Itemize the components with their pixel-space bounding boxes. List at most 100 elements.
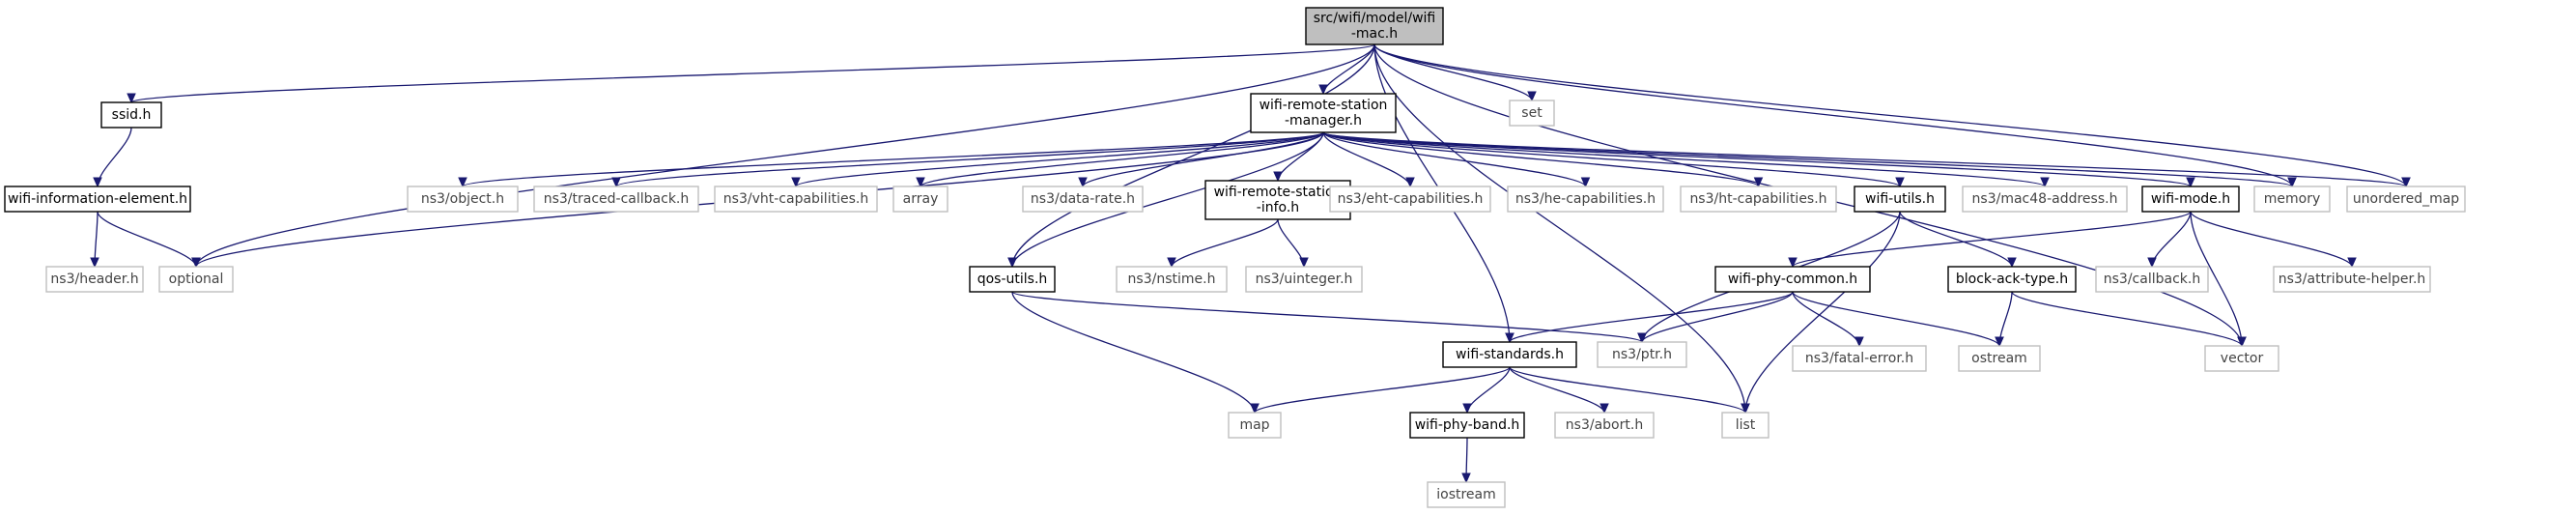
edge-qos-to-ptr xyxy=(1011,291,1643,343)
node-ptr-box xyxy=(1597,341,1687,368)
node-attr-label: ns3/attribute-helper.h xyxy=(2279,272,2426,287)
node-iostream-box xyxy=(1427,481,1506,508)
edge-wrsm-to-datarate xyxy=(1082,131,1324,187)
arrowhead-ssid-to-wie xyxy=(93,177,102,188)
node-wrsm[interactable]: wifi-remote-station-manager.h xyxy=(1250,93,1397,133)
node-root[interactable]: src/wifi/model/wifi-mac.h xyxy=(1305,7,1444,45)
node-list-label: list xyxy=(1736,417,1756,433)
arrowhead-wpc-to-ptr xyxy=(1637,332,1647,344)
node-map: map xyxy=(1228,412,1282,439)
arrowhead-wpb-to-iostream xyxy=(1461,472,1471,484)
edge-wrsm-to-vht xyxy=(795,131,1324,187)
node-wpb-label: wifi-phy-band.h xyxy=(1415,417,1520,433)
node-wmode[interactable]: wifi-mode.h xyxy=(2141,186,2240,213)
node-umap-box xyxy=(2346,186,2466,213)
node-ht: ns3/ht-capabilities.h xyxy=(1680,186,1837,213)
node-set-label: set xyxy=(1521,105,1543,121)
node-header-box xyxy=(45,266,144,293)
node-array-box xyxy=(892,186,948,213)
node-wrsi[interactable]: wifi-remote-station-info.h xyxy=(1204,180,1351,220)
arrowhead-wie-to-header xyxy=(90,257,99,269)
node-object-label: ns3/object.h xyxy=(421,191,504,207)
edge-wrsi-to-uinteger xyxy=(1277,218,1305,268)
arrowhead-bat-to-ostream xyxy=(1995,336,2004,348)
edge-wrsm-to-object xyxy=(462,131,1324,187)
edge-wpc-to-ptr xyxy=(1641,291,1794,343)
edge-wrsm-to-umap xyxy=(1322,131,2407,187)
edge-wpc-to-ostream xyxy=(1792,291,2000,347)
edge-wutils-to-list xyxy=(1744,211,1901,414)
node-mac48-label: ns3/mac48-address.h xyxy=(1972,191,2118,207)
node-qos-box xyxy=(969,266,1056,293)
edge-root-to-optional xyxy=(195,43,1375,268)
node-wrsi-box xyxy=(1204,180,1351,220)
arrowhead-wrsm-to-datarate xyxy=(1078,177,1088,188)
node-traced-box xyxy=(533,186,699,213)
node-optional: optional xyxy=(158,266,234,293)
node-attr: ns3/attribute-helper.h xyxy=(2273,266,2431,293)
arrowhead-wrsm-to-array xyxy=(916,177,925,188)
node-abort: ns3/abort.h xyxy=(1554,412,1655,439)
node-wpc[interactable]: wifi-phy-common.h xyxy=(1714,266,1871,293)
node-ostream: ostream xyxy=(1958,345,2041,372)
node-wstd[interactable]: wifi-standards.h xyxy=(1442,341,1577,368)
arrowhead-root-to-set xyxy=(1527,91,1537,102)
arrowhead-wrsm-to-he xyxy=(1580,177,1591,188)
node-eht-label: ns3/eht-capabilities.h xyxy=(1338,191,1484,207)
node-eht: ns3/eht-capabilities.h xyxy=(1329,186,1491,213)
node-callback-label: ns3/callback.h xyxy=(2104,272,2200,287)
edge-root-to-umap xyxy=(1373,43,2407,187)
edge-wrsm-to-traced xyxy=(615,131,1324,187)
node-root-box xyxy=(1305,7,1444,45)
nodes: src/wifi/model/wifi-mac.h ssid.h wifi-info… xyxy=(4,7,2466,508)
node-attr-box xyxy=(2273,266,2431,293)
node-traced-label: ns3/traced-callback.h xyxy=(544,191,690,207)
node-callback: ns3/callback.h xyxy=(2095,266,2209,293)
node-iostream-label: iostream xyxy=(1436,487,1496,502)
node-uinteger-box xyxy=(1245,266,1363,293)
node-qos[interactable]: qos-utils.h xyxy=(969,266,1056,293)
edge-qos-to-map xyxy=(1011,291,1256,414)
edge-root-to-memory xyxy=(1373,43,2293,187)
node-fatal: ns3/fatal-error.h xyxy=(1792,345,1927,372)
node-ssid[interactable]: ssid.h xyxy=(100,101,162,129)
node-datarate-label: ns3/data-rate.h xyxy=(1031,191,1135,207)
node-wrsm-label: wifi-remote-station xyxy=(1260,98,1388,113)
node-datarate: ns3/data-rate.h xyxy=(1022,186,1144,213)
arrowhead-wstd-to-abort xyxy=(1599,403,1609,415)
node-object: ns3/object.h xyxy=(407,186,519,213)
node-umap-label: unordered_map xyxy=(2353,191,2459,207)
node-wpb[interactable]: wifi-phy-band.h xyxy=(1409,412,1525,439)
node-traced: ns3/traced-callback.h xyxy=(533,186,699,213)
node-he-box xyxy=(1507,186,1664,213)
node-vector-label: vector xyxy=(2221,351,2264,366)
edge-wmode-to-attr xyxy=(2190,211,2353,268)
node-vector: vector xyxy=(2204,345,2279,372)
node-wie[interactable]: wifi-information-element.h xyxy=(4,186,191,213)
node-nstime-label: ns3/nstime.h xyxy=(1128,272,1216,287)
node-he-label: ns3/he-capabilities.h xyxy=(1515,191,1656,207)
node-optional-label: optional xyxy=(169,272,224,287)
node-wie-box xyxy=(4,186,191,213)
node-fatal-box xyxy=(1792,345,1927,372)
node-wutils[interactable]: wifi-utils.h xyxy=(1854,186,1946,213)
edge-wrsm-to-memory xyxy=(1322,131,2293,187)
node-wstd-label: wifi-standards.h xyxy=(1456,347,1564,362)
node-header: ns3/header.h xyxy=(45,266,144,293)
node-bat[interactable]: block-ack-type.h xyxy=(1947,266,2077,293)
edge-wpc-to-fatal xyxy=(1792,291,1860,347)
arrowhead-wrsm-to-memory xyxy=(2287,177,2297,188)
node-wrsi-label: -info.h xyxy=(1257,200,1299,215)
edge-wrsm-to-qos xyxy=(1011,131,1324,268)
node-map-label: map xyxy=(1239,417,1269,433)
node-he: ns3/he-capabilities.h xyxy=(1507,186,1664,213)
edge-wpc-to-wstd xyxy=(1509,291,1794,343)
arrowhead-wmode-to-attr xyxy=(2347,257,2357,269)
node-ostream-box xyxy=(1958,345,2041,372)
edge-root-to-wrsm xyxy=(1322,43,1375,95)
edge-wutils-to-bat xyxy=(1899,211,2013,268)
node-callback-box xyxy=(2095,266,2209,293)
arrowhead-wmode-to-callback xyxy=(2147,257,2157,269)
edge-wstd-to-wpb xyxy=(1466,366,1511,414)
arrowhead-wrsm-to-traced xyxy=(611,177,621,188)
